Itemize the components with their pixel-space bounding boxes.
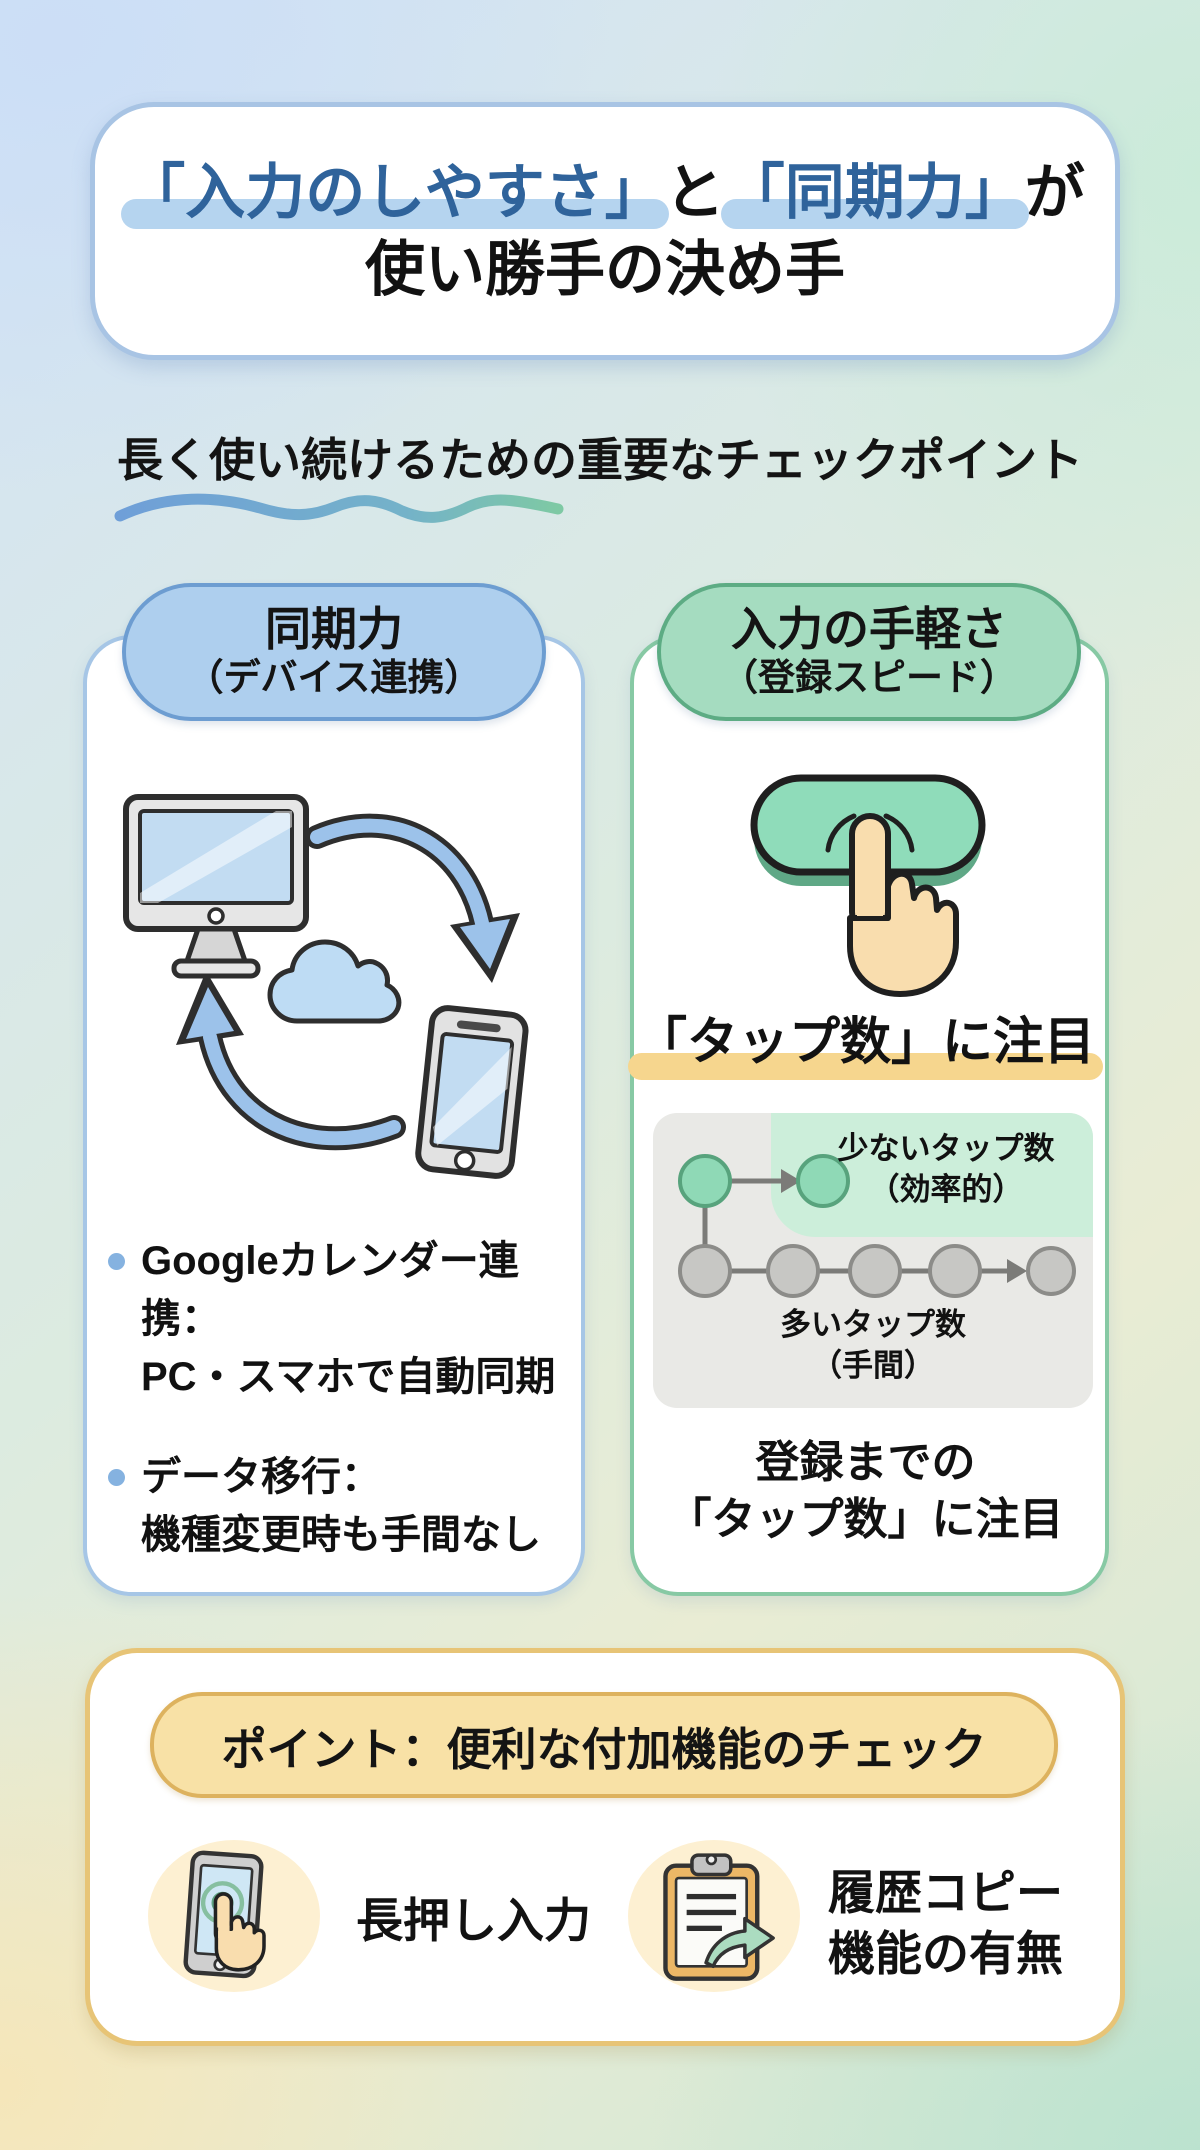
- title-line-1: 「入力のしやすさ」と「同期力」が: [121, 158, 1085, 229]
- few-taps-label-line2: （効率的）: [868, 1171, 1024, 1207]
- input-card-header: 入力の手軽さ （登録スピード）: [657, 583, 1081, 721]
- history-copy-clipboard-icon: [663, 1853, 775, 1981]
- tap-heading: 「タップ数」に注目: [627, 1000, 1104, 1080]
- many-taps-label-line2: （手間）: [811, 1347, 935, 1383]
- many-taps-path: [678, 1244, 1076, 1298]
- sync-illustration: [123, 794, 529, 1179]
- point-label-line: 履歴コピー: [828, 1866, 1063, 1919]
- sync-arrow-up-icon: [176, 971, 406, 1151]
- input-footer-line2: 「タップ数」に注目: [667, 1495, 1064, 1545]
- few-taps-path: [678, 1154, 850, 1271]
- smartphone-icon: [415, 1005, 529, 1179]
- bullet-dot: [108, 1469, 125, 1486]
- title-suffix: が: [1024, 159, 1085, 226]
- point-card-header: ポイント：便利な付加機能のチェック: [150, 1692, 1058, 1798]
- bullet-text: データ移行： 機種変更時も手間なし: [141, 1448, 541, 1564]
- input-card-footer: 登録までの 「タップ数」に注目: [630, 1434, 1101, 1548]
- title-accent-input-ease: 「入力のしやすさ」: [121, 159, 670, 229]
- tap-heading-text: 「タップ数」に注目: [627, 1000, 1104, 1080]
- sync-card-subtitle: （デバイス連携）: [186, 657, 482, 699]
- sync-bullet-list: Googleカレンダー連携： PC・スマホで自動同期 データ移行： 機種変更時も…: [108, 1232, 558, 1606]
- bullet-line: PC・スマホで自動同期: [141, 1355, 556, 1399]
- monitor-icon: [123, 794, 309, 979]
- bullet-text: Googleカレンダー連携： PC・スマホで自動同期: [141, 1232, 558, 1406]
- bullet-item-data-migration: データ移行： 機種変更時も手間なし: [108, 1448, 558, 1564]
- tap-illustration: [750, 774, 986, 997]
- sync-card-header: 同期力 （デバイス連携）: [122, 583, 546, 721]
- title-joiner: と: [664, 159, 725, 226]
- point-label-line: 機能の有無: [828, 1927, 1063, 1981]
- bullet-line: 機種変更時も手間なし: [141, 1513, 541, 1557]
- wavy-underline-decoration: [114, 493, 564, 523]
- pointer-hand-icon: [825, 813, 959, 997]
- input-footer-line1: 登録までの: [755, 1438, 976, 1487]
- title-card: 「入力のしやすさ」と「同期力」が 使い勝手の決め手: [90, 102, 1120, 360]
- input-card-title: 入力の手軽さ: [731, 603, 1007, 656]
- bullet-item-google-calendar: Googleカレンダー連携： PC・スマホで自動同期: [108, 1232, 558, 1406]
- few-taps-label: 少ないタップ数 （効率的）: [803, 1129, 1089, 1211]
- diagram-paths: [678, 1154, 1076, 1298]
- title-line-2: 使い勝手の決め手: [365, 236, 845, 303]
- long-press-phone-icon: [183, 1850, 266, 1979]
- tap-count-diagram: 少ないタップ数 （効率的） 多いタップ数 （手間）: [653, 1113, 1093, 1408]
- bullet-line: Googleカレンダー連携：: [141, 1239, 519, 1341]
- sync-arrow-down-icon: [305, 813, 520, 983]
- point-item-label-long-press: 長押し入力: [356, 1890, 591, 1951]
- point-label-line: 長押し入力: [356, 1894, 591, 1947]
- many-taps-label: 多いタップ数 （手間）: [653, 1305, 1093, 1387]
- input-card-subtitle: （登録スピード）: [721, 657, 1017, 699]
- title-accent-sync-power: 「同期力」: [720, 159, 1029, 229]
- bullet-line: データ移行：: [141, 1455, 381, 1499]
- point-item-label-history-copy: 履歴コピー 機能の有無: [828, 1862, 1063, 1984]
- subtitle: 長く使い続けるための重要なチェックポイント: [117, 434, 1083, 486]
- few-taps-label-line1: 少ないタップ数: [837, 1131, 1055, 1166]
- cloud-icon: [267, 939, 402, 1024]
- sync-card-title: 同期力: [265, 603, 403, 656]
- point-item-long-press: [148, 1840, 320, 1992]
- bullet-dot: [108, 1253, 125, 1270]
- many-taps-label-line1: 多いタップ数: [780, 1307, 966, 1342]
- point-item-history-copy: [628, 1840, 800, 1992]
